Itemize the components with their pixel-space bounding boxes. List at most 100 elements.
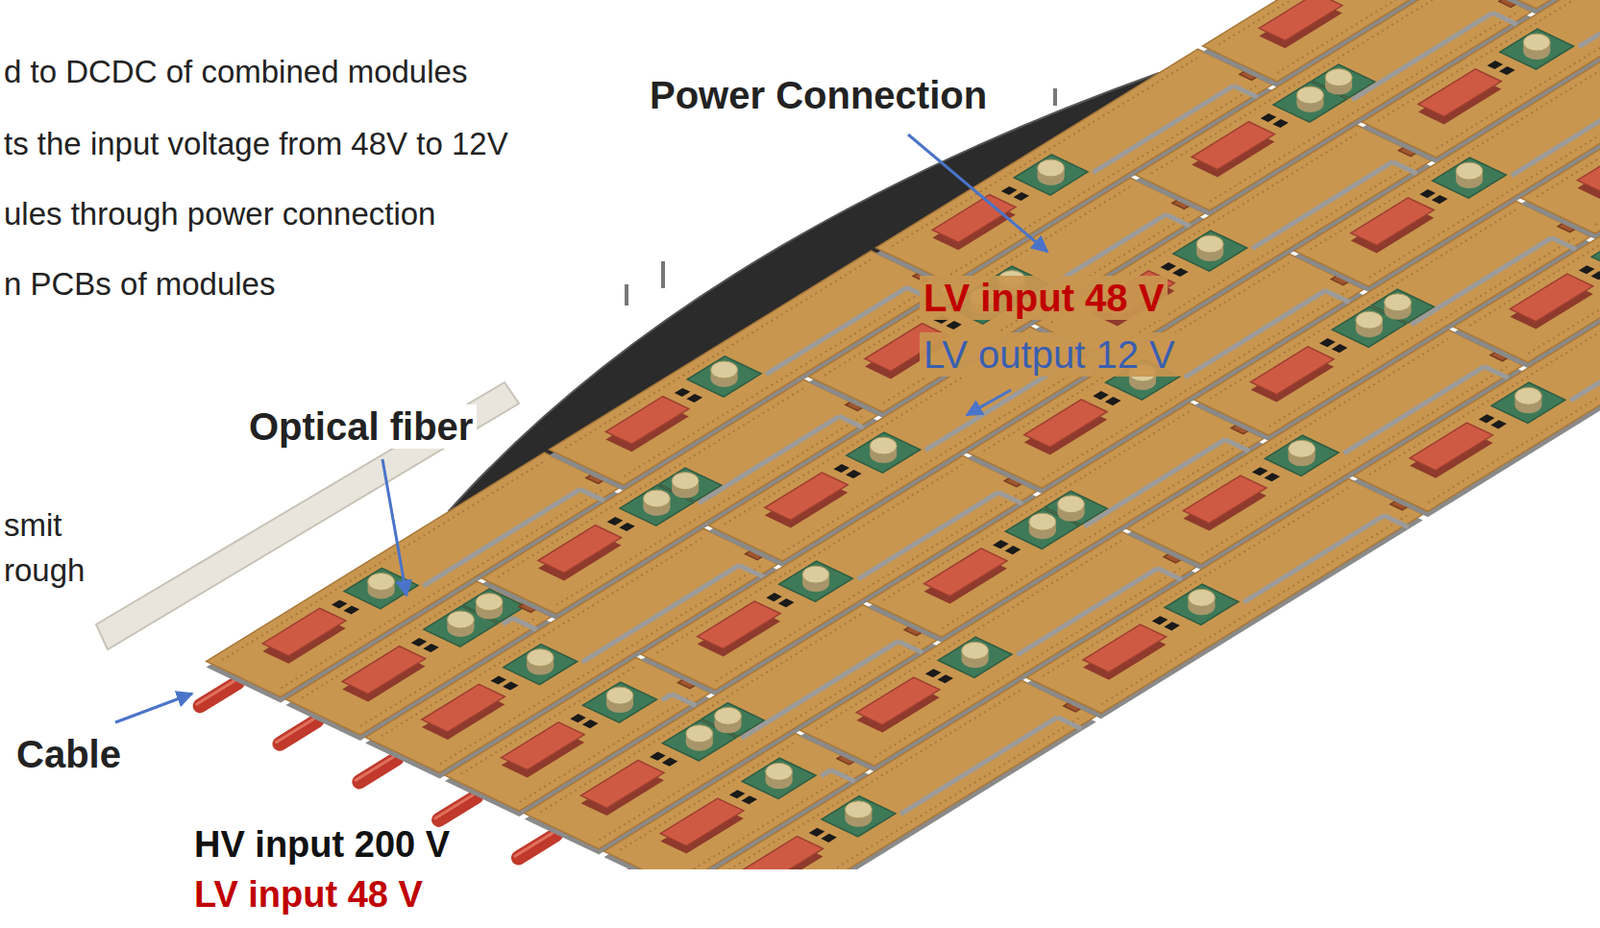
chip [1419,189,1436,198]
power-track [1165,214,1190,226]
chip [820,834,837,843]
cable-highlight [515,833,553,857]
cylinder-top [1355,311,1383,329]
dcdc-box [1024,399,1108,448]
connector-pad [503,644,578,686]
cylinder-top [368,573,395,591]
power-track [1383,516,1408,528]
power-track [820,770,831,777]
support-pin [1053,88,1058,106]
dcdc-box [501,722,586,771]
cylinder-top [1514,387,1542,405]
connector-pad [821,796,896,837]
board-trace [1427,314,1600,503]
chip [686,393,703,403]
dcdc-box [764,472,849,521]
cable-highlight [435,795,473,819]
module-board [1353,276,1600,512]
label: Cable [16,732,122,777]
module-board [683,680,1096,870]
dcdc-box [421,684,506,733]
chip [582,719,599,729]
chip [1152,615,1169,625]
power-track [671,694,696,707]
power-track [1157,568,1182,581]
cylinder-top [765,763,793,781]
label: d to DCDC of combined modules [3,53,468,91]
dcdc-box [262,608,346,657]
connector-pad [1173,230,1248,271]
chip [1487,60,1504,70]
module-board [1026,478,1423,714]
cylinder-top [1196,235,1224,253]
power-track [738,565,764,577]
leader-arrow [908,134,1048,252]
dcdc-box [856,677,940,726]
chip [925,668,942,678]
cylinder-top [642,490,670,508]
connector-pad [779,561,854,602]
cylinder-top [714,707,742,725]
chip [833,464,850,473]
cylinder-top [869,437,897,455]
cable-highlight [355,757,394,781]
chip [1431,195,1449,204]
chip [502,682,519,691]
chip [845,469,862,479]
chip [992,540,1010,549]
cable [199,683,238,707]
dcdc-box [538,525,622,574]
dcdc-box [932,195,1016,244]
connector-pad [687,356,762,397]
chip [491,676,508,686]
power-track [1492,12,1517,25]
power-track [898,641,923,654]
dcdc-box [924,548,1009,597]
cylinder-top [844,801,872,819]
chip [411,638,428,647]
chip [607,516,624,526]
power-track [1570,314,1600,401]
dcdc-box [342,646,426,695]
chip [422,643,440,653]
power-track [1243,516,1384,603]
dcdc-box [739,836,824,871]
power-track [512,617,537,630]
connector-pad [1013,154,1088,196]
chip [778,598,795,608]
chip [1260,113,1278,123]
chip [1578,265,1596,274]
label: LV input 48 V [194,874,423,917]
cylinder-top [446,611,474,629]
power-track [1325,291,1350,303]
chip [1319,338,1336,347]
dcdc-box [1351,197,1435,247]
cylinder-top [671,472,699,491]
cylinder-top [475,593,503,612]
dcdc-box [605,396,690,445]
connector-pad [1264,435,1339,476]
board-trace [1536,7,1600,197]
chip [1591,270,1600,280]
chip [662,758,679,767]
cable-highlight [196,681,235,705]
chip [1490,419,1507,429]
power-track [900,717,1058,815]
cylinder-top [1058,495,1085,514]
connector-pad [937,637,1012,678]
cylinder-top [1455,162,1483,180]
cable [359,759,397,783]
chip [1160,262,1178,271]
chip [343,605,360,615]
connector-pad [1164,584,1239,625]
cable [517,835,556,859]
power-track [1392,161,1417,173]
chip [1331,344,1349,353]
power-track [1484,367,1509,379]
power-track [831,770,856,783]
cylinder-top [961,641,989,660]
cylinder-top [711,361,739,379]
cylinder-top [1384,294,1412,312]
connector-pad [701,703,764,738]
